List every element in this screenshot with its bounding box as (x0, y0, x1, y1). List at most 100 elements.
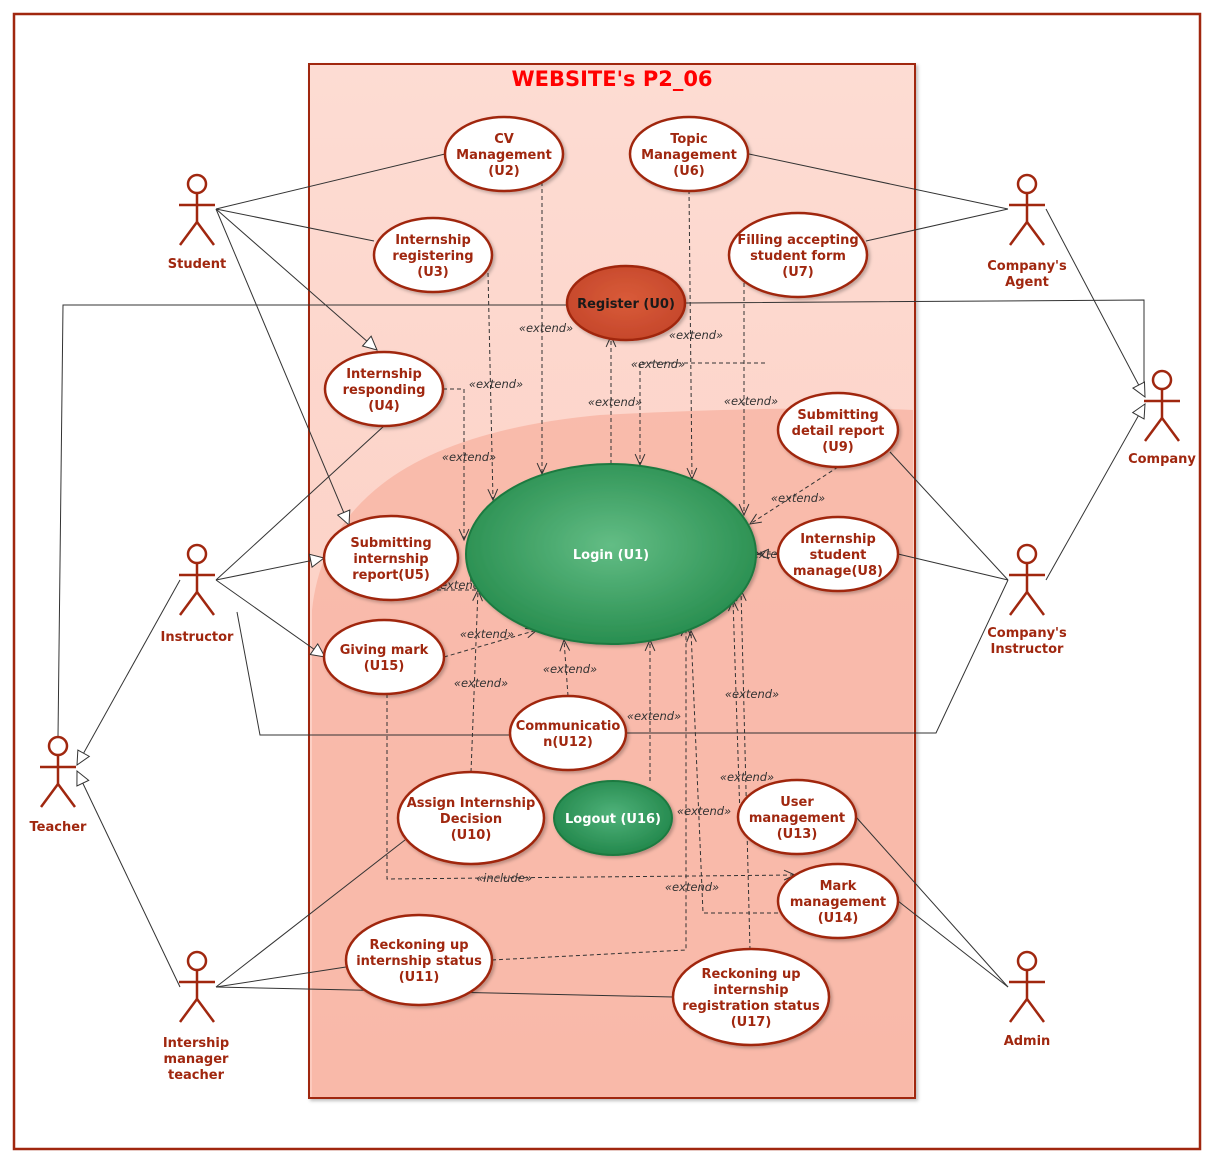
relation-association-instructor-u15 (215, 579, 326, 658)
relation-extend-u10-u1: «extend» (454, 588, 508, 773)
stereotype-label: «extend» (543, 662, 597, 676)
use-case-label: Reckoning up (369, 938, 468, 953)
relation-association-manager-u11 (215, 966, 347, 988)
stereotype-label: «extend» (720, 770, 774, 784)
use-case-label: registration status (682, 999, 820, 1014)
stereotype-label: «extend» (771, 491, 825, 505)
use-case-u1[interactable]: Login (U1) (465, 463, 757, 645)
stereotype-label: «extend» (725, 687, 779, 701)
stick-figure-icon (1008, 173, 1046, 246)
stereotype-label: «extend» (442, 450, 496, 464)
stereotype-label: «extend» (631, 357, 685, 371)
stick-figure-icon (178, 173, 216, 246)
use-case-u0[interactable]: Register (U0) (565, 264, 687, 342)
use-case-label: (U13) (777, 827, 818, 842)
use-case-ellipse (508, 694, 628, 772)
stereotype-label: «include» (476, 871, 532, 885)
use-case-label: report(U5) (352, 568, 430, 583)
relation-generalization-manager-teacher (76, 769, 181, 988)
use-case-label: Register (U0) (577, 297, 675, 312)
use-case-ellipse (553, 780, 673, 856)
stick-figure-icon (178, 950, 216, 1023)
relation-association-teacher-u0 (57, 304, 567, 738)
stereotype-label: «extend» (519, 321, 573, 335)
use-case-label: n(U12) (543, 735, 593, 750)
use-case-label: Management (641, 148, 737, 163)
stereotype-label: «extend» (454, 676, 508, 690)
stereotype-label: «extend» (469, 377, 523, 391)
stereotype-label: «extend» (588, 395, 642, 409)
use-case-label: Mark (820, 879, 857, 894)
actors-layer: StudentInstructorTeacherIntershipmanager… (30, 173, 1196, 1083)
use-case-label: (U14) (818, 911, 859, 926)
relation-association-company-u0 (684, 299, 1145, 384)
relation-generalization-cinstructor-company (1045, 402, 1146, 581)
actor-label: teacher (168, 1068, 225, 1083)
use-case-label: (U11) (399, 970, 440, 985)
use-case-label: Submitting (797, 408, 878, 423)
use-case-label: Filling accepting (737, 233, 858, 248)
use-case-u15[interactable]: Giving mark(U15) (322, 618, 446, 696)
actor-label: Instructor (161, 630, 235, 645)
use-case-label: Login (U1) (573, 548, 649, 563)
relation-extend-u7-u1: «extend» (724, 283, 778, 517)
actor-label: manager (164, 1052, 229, 1067)
stereotype-label: «extend» (677, 804, 731, 818)
use-case-label: Decision (440, 812, 502, 827)
actor-label: Company's (987, 259, 1067, 274)
use-case-label: manage(U8) (793, 564, 883, 579)
relation-extend-u4-u1: «extend» (442, 388, 496, 542)
relation-association-student-u2 (215, 153, 446, 210)
actor-label: Teacher (30, 820, 88, 835)
use-case-label: Internship (800, 532, 876, 547)
use-case-label: (U3) (417, 265, 448, 280)
relations-layer: «extend»«extend»«extend»«extend»«extend»… (57, 153, 1146, 998)
use-case-label: internship (713, 983, 788, 998)
use-case-u16[interactable]: Logout (U16) (553, 780, 673, 856)
relation-association-instructor-u5 (215, 553, 326, 581)
use-case-label: student form (750, 249, 846, 264)
use-case-label: CV (494, 132, 514, 147)
use-case-label: registering (392, 249, 473, 264)
use-case-ellipse (322, 618, 446, 696)
stick-figure-icon (1008, 950, 1046, 1023)
relation-association-instructor-u4 (215, 425, 385, 581)
use-case-label: Assign Internship (407, 796, 536, 811)
use-case-label: Internship (346, 367, 422, 382)
actor-teacher[interactable]: Teacher (30, 735, 88, 835)
use-case-label: management (790, 895, 886, 910)
use-case-ellipse (323, 350, 445, 428)
use-case-label: responding (343, 383, 426, 398)
relation-extend-u14-u1: «extend» (686, 629, 778, 914)
actor-instructor[interactable]: Instructor (161, 543, 235, 645)
stereotype-label: «extend» (627, 709, 681, 723)
stereotype-label: «extend» (669, 328, 723, 342)
actor-admin[interactable]: Admin (1004, 950, 1051, 1049)
use-case-ellipse (565, 264, 687, 342)
use-case-ellipse (736, 778, 858, 856)
actor-student[interactable]: Student (168, 173, 226, 272)
use-case-label: Reckoning up (701, 967, 800, 982)
actor-company[interactable]: Company (1128, 369, 1196, 467)
relation-association-student-u3 (215, 208, 375, 242)
relation-association-admin-u14 (897, 900, 1009, 988)
actor-label: Admin (1004, 1034, 1051, 1049)
relation-extend-u3-u1: «extend» (469, 272, 523, 502)
